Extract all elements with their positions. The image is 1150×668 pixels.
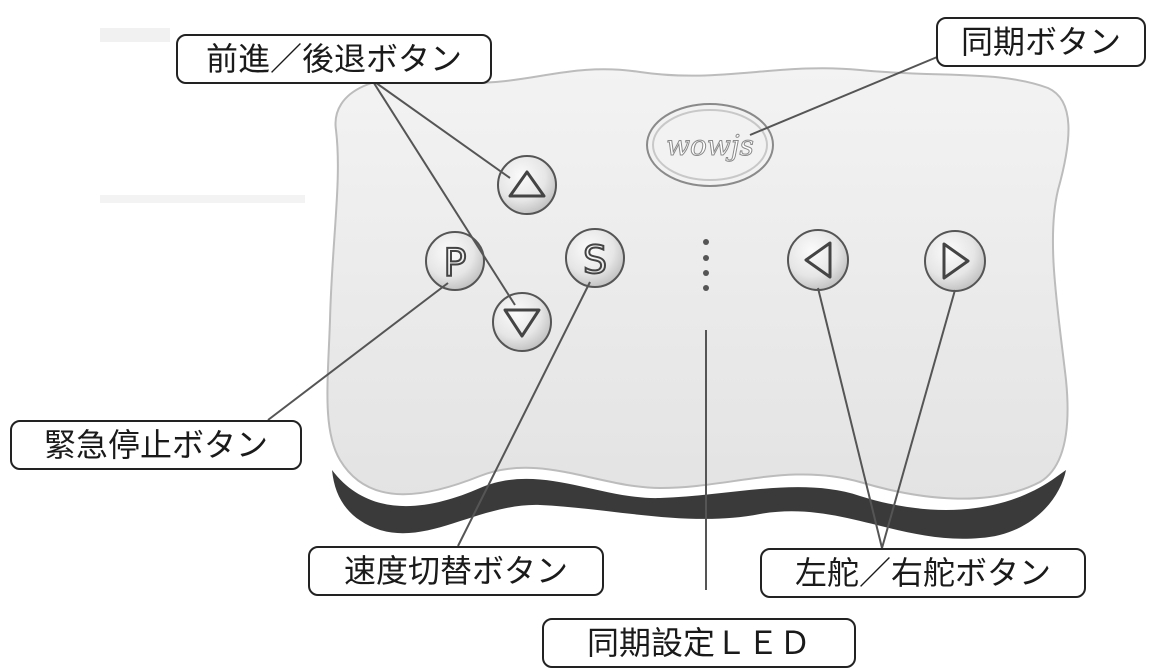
leader-line-emergency-stop (267, 282, 449, 421)
label-sync-button: 同期ボタン (936, 17, 1146, 67)
label-sync-led: 同期設定ＬＥＤ (542, 618, 856, 668)
left-triangle-icon (804, 241, 832, 279)
sync-led (703, 255, 709, 261)
sync-led (703, 270, 709, 276)
speed-switch-button[interactable]: S (565, 228, 625, 288)
leader-line-backward (371, 79, 516, 306)
background-smudge (100, 28, 170, 42)
leader-lines (267, 54, 956, 590)
sync-led (703, 239, 709, 245)
label-forward-backward: 前進／後退ボタン (176, 34, 492, 84)
sync-button-logo: wowjs (666, 129, 754, 162)
label-speed-switch: 速度切替ボタン (308, 546, 604, 596)
sync-led (703, 285, 709, 291)
forward-button[interactable] (497, 155, 557, 215)
leader-line-forward (371, 79, 511, 179)
leader-line-left-rudder (817, 287, 883, 549)
emergency-stop-button[interactable]: P (425, 231, 485, 291)
background-smudge (100, 195, 305, 203)
left-rudder-button[interactable] (787, 229, 849, 291)
label-rudder-left-right: 左舵／右舵ボタン (760, 548, 1086, 598)
label-emergency-stop: 緊急停止ボタン (10, 420, 302, 470)
up-triangle-icon (508, 170, 546, 198)
right-rudder-button[interactable] (924, 230, 986, 292)
leader-line-speed (457, 281, 591, 547)
device-bottom-edge (332, 470, 1066, 539)
speed-glyph: S (583, 238, 607, 282)
right-triangle-icon (942, 242, 970, 280)
backward-button[interactable] (492, 292, 552, 352)
down-triangle-icon (503, 308, 541, 338)
sync-button[interactable]: wowjs (646, 103, 774, 187)
pause-glyph: P (444, 241, 467, 285)
leader-line-right-rudder (881, 289, 956, 549)
leader-line-sync-button (749, 54, 943, 136)
sync-led-group (703, 239, 709, 291)
